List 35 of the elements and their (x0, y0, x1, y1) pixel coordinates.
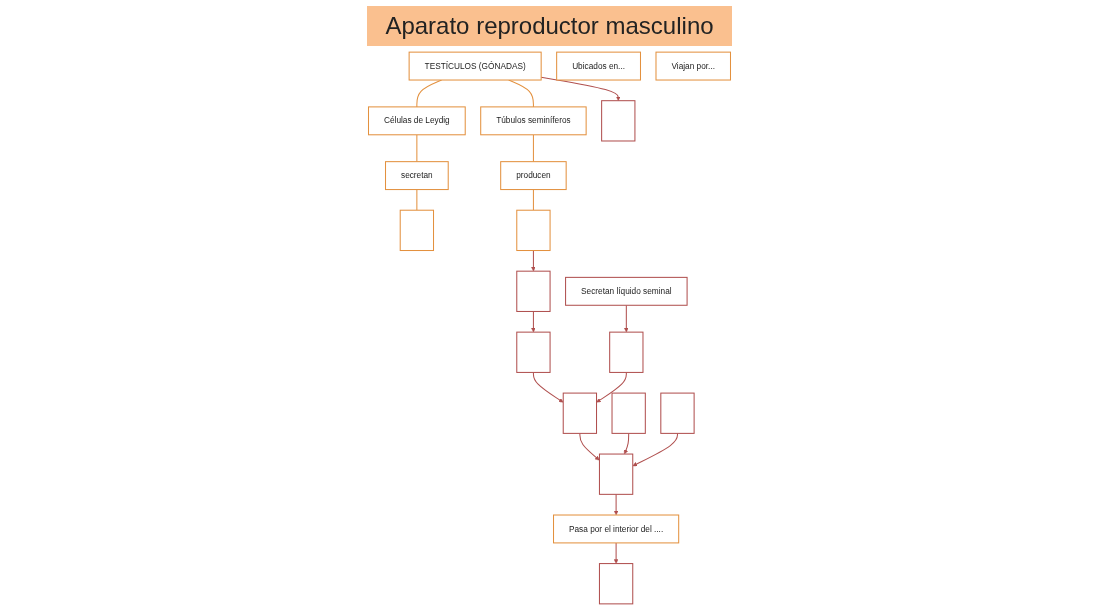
node-box: TESTÍCULOS (GÓNADAS) (408, 51, 542, 81)
arrow (624, 304, 629, 333)
node-box (562, 392, 598, 434)
connector (532, 189, 534, 211)
node-box: producen (500, 161, 567, 191)
arrow (531, 310, 536, 333)
node-box: Ubicados en... (556, 51, 641, 81)
arrow (632, 432, 678, 467)
arrow (579, 432, 600, 461)
node-box: Túbulos seminíferos (480, 106, 587, 136)
node-box: Pasa por el interior del .... (553, 514, 680, 544)
arrow (596, 371, 627, 403)
node-box: Viajan por... (655, 51, 731, 81)
node-box (598, 563, 634, 605)
arrow (613, 542, 619, 564)
node-box (601, 100, 636, 142)
title-banner: Aparato reproductor masculino (367, 6, 732, 46)
node-box: Secretan líquido seminal (565, 276, 688, 306)
connector (532, 134, 534, 163)
arrow (623, 432, 630, 455)
node-box (516, 331, 551, 373)
connector (416, 134, 418, 163)
node-box (611, 392, 646, 434)
node-box (516, 209, 551, 252)
arrow (532, 371, 564, 403)
node-box (516, 270, 551, 312)
node-box (660, 392, 695, 434)
node-box: secretan (385, 161, 449, 191)
arrow (531, 250, 536, 272)
node-box (598, 453, 634, 495)
arrow (613, 493, 619, 516)
connector (416, 189, 418, 211)
node-box: Células de Leydig (368, 106, 466, 136)
node-box (609, 331, 644, 373)
node-box (399, 209, 435, 252)
